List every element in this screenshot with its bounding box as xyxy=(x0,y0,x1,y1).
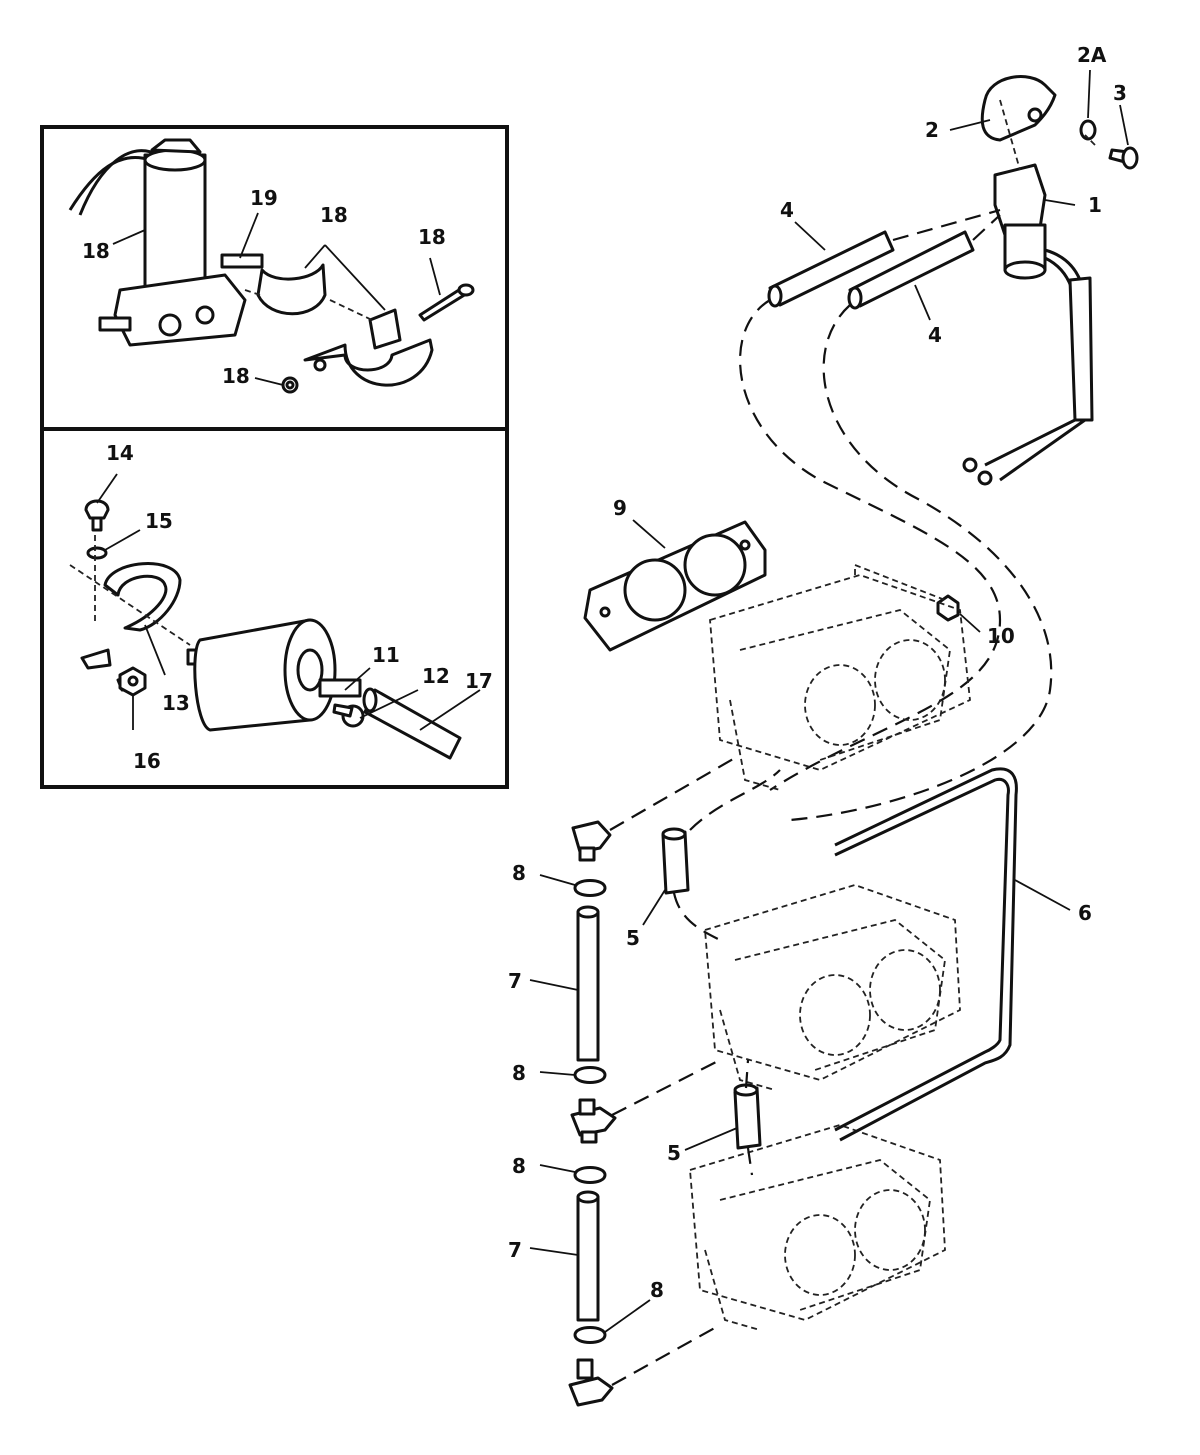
callout-15: 15 xyxy=(145,509,173,533)
valve-hose-lower xyxy=(847,230,975,310)
connector-hose-lower xyxy=(733,1083,762,1150)
pump-mounting-bracket xyxy=(303,308,434,387)
carburetor-lower xyxy=(689,1124,946,1331)
callout-13: 13 xyxy=(162,691,190,715)
callout-8-d: 8 xyxy=(650,1278,664,1302)
hose-clamp-8-b xyxy=(573,1066,607,1084)
callout-18-nut: 18 xyxy=(222,364,250,388)
retainer-nut xyxy=(1079,119,1097,141)
callout-18-screw: 18 xyxy=(418,225,446,249)
callout-5-lower: 5 xyxy=(667,1141,681,1165)
elbow-fitting-upper xyxy=(571,820,612,862)
callout-14: 14 xyxy=(106,441,134,465)
callout-2: 2 xyxy=(925,118,939,142)
connector-hose-upper xyxy=(661,827,690,895)
carburetor-nut xyxy=(936,594,960,622)
valve-hose-upper xyxy=(767,230,895,308)
hose-clip xyxy=(980,75,1057,142)
pump-screw xyxy=(418,283,475,322)
pump-nut xyxy=(281,376,299,394)
inset-box-fuel-filter xyxy=(40,427,509,789)
callout-7-upper: 7 xyxy=(508,969,522,993)
electric-fuel-pump xyxy=(68,138,264,347)
callout-17: 17 xyxy=(465,669,493,693)
tee-fitting-lower xyxy=(568,1358,614,1407)
filter-screw xyxy=(84,499,110,532)
clip-screw xyxy=(1108,146,1139,170)
hose-clamp-8-d xyxy=(573,1326,607,1344)
callout-18-pump: 18 xyxy=(82,239,110,263)
hose-clamp xyxy=(332,703,365,728)
callout-8-c: 8 xyxy=(512,1154,526,1178)
filter-nut xyxy=(118,666,147,697)
callout-8-b: 8 xyxy=(512,1061,526,1085)
callout-6: 6 xyxy=(1078,901,1092,925)
pump-bracket-strap xyxy=(256,263,327,316)
callout-8-a: 8 xyxy=(512,861,526,885)
callout-3: 3 xyxy=(1113,81,1127,105)
hose-clamp-8-a xyxy=(573,879,607,897)
carburetor-upper xyxy=(709,574,971,791)
callout-19: 19 xyxy=(250,186,278,210)
fuel-hose-short xyxy=(362,687,462,760)
enrichment-valve xyxy=(962,163,1094,486)
callout-10: 10 xyxy=(987,624,1015,648)
callout-9: 9 xyxy=(613,496,627,520)
hose-clamp-8-c xyxy=(573,1166,607,1184)
callout-5-upper: 5 xyxy=(626,926,640,950)
tee-fitting-middle xyxy=(570,1098,617,1144)
fuel-line-7-lower xyxy=(576,1190,600,1322)
flange-gasket xyxy=(583,520,767,652)
carburetor-middle xyxy=(704,884,961,1091)
callout-4-lower: 4 xyxy=(928,323,942,347)
callout-2a: 2A xyxy=(1077,43,1107,67)
fuel-filter xyxy=(186,618,362,732)
fuel-line-7-upper xyxy=(576,905,600,1062)
callout-12: 12 xyxy=(422,664,450,688)
callout-11: 11 xyxy=(372,643,400,667)
callout-1: 1 xyxy=(1088,193,1102,217)
filter-lock-washer xyxy=(86,546,108,560)
callout-4-upper: 4 xyxy=(780,198,794,222)
callout-16: 16 xyxy=(133,749,161,773)
callout-7-lower: 7 xyxy=(508,1238,522,1262)
callout-18-bracket: 18 xyxy=(320,203,348,227)
crossover-hose xyxy=(834,767,1018,1142)
